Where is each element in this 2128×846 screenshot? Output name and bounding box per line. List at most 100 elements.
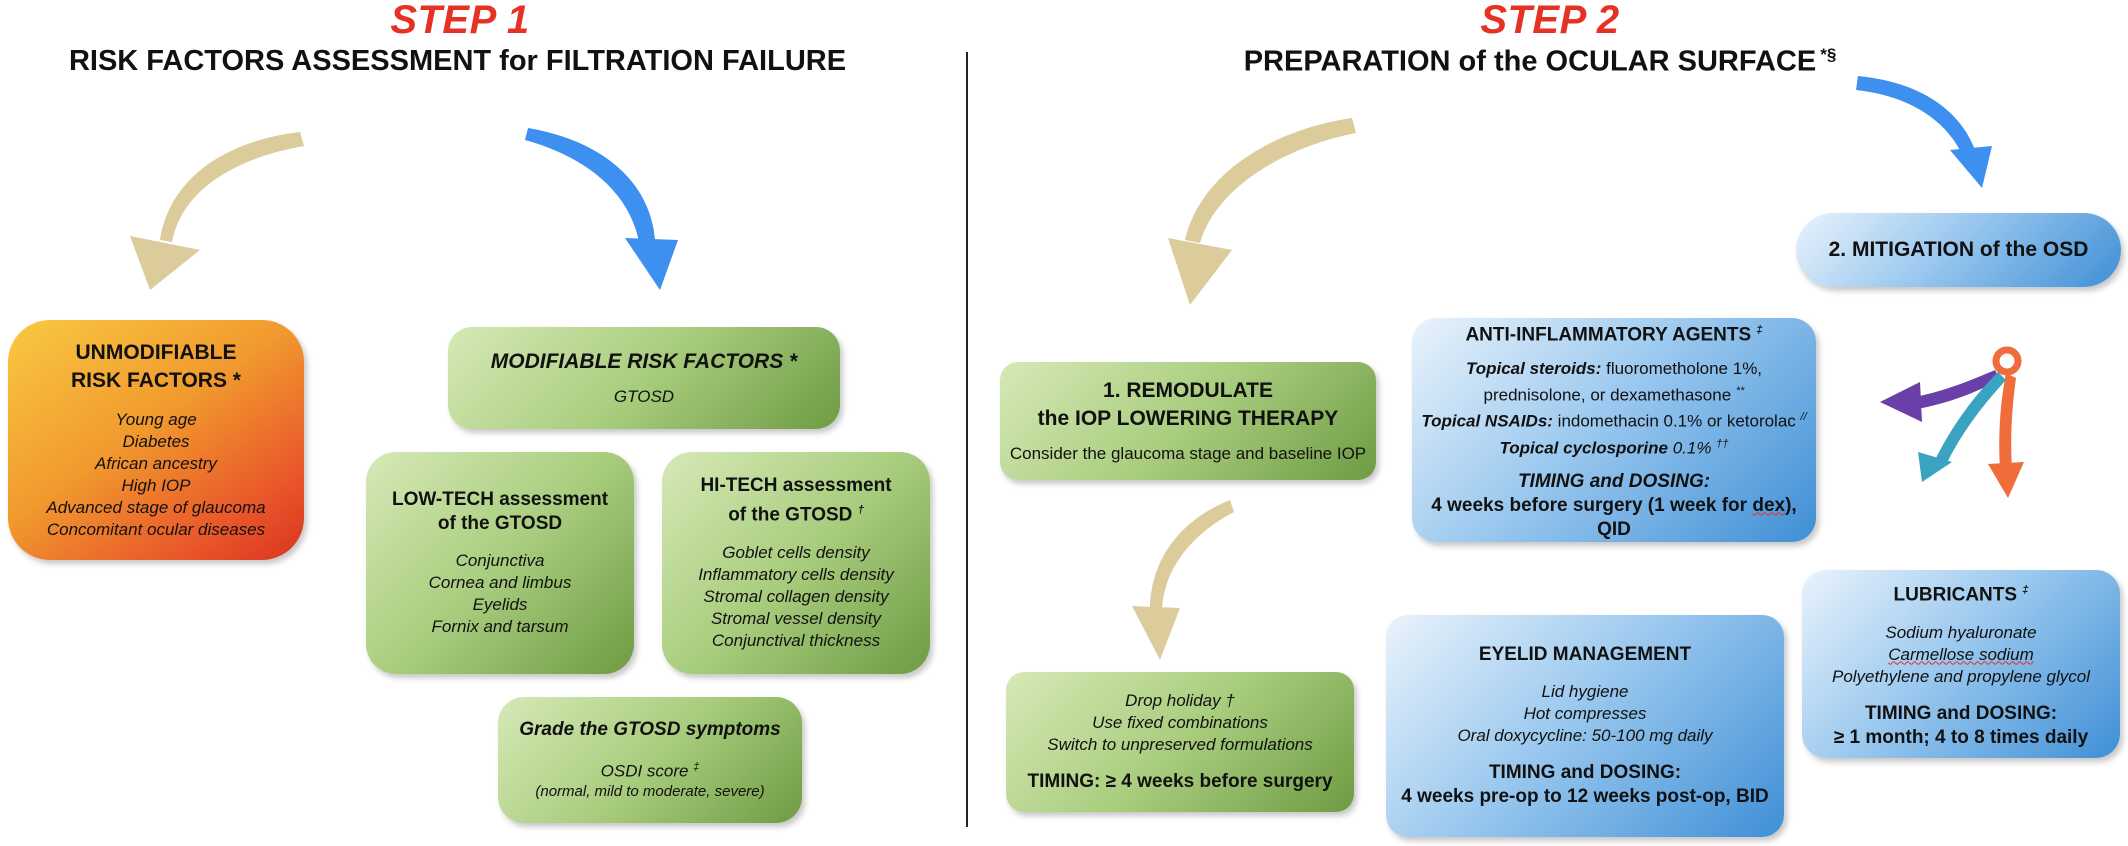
list-item: Stromal collagen density — [703, 586, 889, 606]
mitigation-title: 2. MITIGATION of the OSD — [1828, 238, 2089, 261]
anti-inflammatory-timing: 4 weeks before surgery (1 week for dex),… — [1412, 494, 1816, 542]
step1-label: STEP 1 — [390, 0, 530, 42]
nsaids-line: Topical NSAIDs: indomethacin 0.1% or ket… — [1421, 406, 1806, 433]
tan-arrow-remodulate — [1150, 500, 1234, 610]
blue-arrow-step2-head — [1950, 146, 1992, 188]
osdi-range: (normal, mild to moderate, severe) — [535, 783, 765, 801]
arrow-origin-circle — [1992, 346, 2022, 376]
remodulate-timing: TIMING: ≥ 4 weeks before surgery — [1027, 771, 1333, 792]
step2-title-mark: *§ — [1820, 45, 1837, 64]
nsaids-mark: // — [1800, 411, 1807, 424]
eyelid-timing: 4 weeks pre-op to 12 weeks post-op, BID — [1401, 786, 1769, 807]
lubricants-box: LUBRICANTS ‡ Sodium hyaluronate Carmello… — [1802, 570, 2120, 758]
cyclosporine-mark: †† — [1716, 437, 1729, 450]
tan-arrow-step1-head — [130, 236, 200, 290]
carmellose-text: Carmellose sodium — [1888, 644, 2034, 664]
unmodifiable-title-line1: UNMODIFIABLE — [75, 341, 237, 364]
purple-arrow-head — [1880, 382, 1922, 422]
unmodifiable-risk-factors-box: UNMODIFIABLE RISK FACTORS * Young age Di… — [8, 320, 304, 560]
blue-arrow-step1 — [525, 128, 655, 242]
cyclosporine-text: 0.1% — [1668, 438, 1712, 458]
remodulate-therapy-box: 1. REMODULATE the IOP LOWERING THERAPY C… — [1000, 362, 1376, 480]
list-item: Young age — [115, 410, 197, 429]
timing-pre: 4 weeks before surgery (1 week for — [1431, 494, 1753, 516]
grade-symptoms-box: Grade the GTOSD symptoms OSDI score ‡ (n… — [498, 697, 802, 823]
low-tech-assessment-box: LOW-TECH assessment of the GTOSD Conjunc… — [366, 452, 634, 674]
list-item: Polyethylene and propylene glycol — [1831, 666, 2090, 686]
step2-label: STEP 2 — [1480, 0, 1620, 42]
tan-arrow-remodulate-head — [1132, 606, 1180, 660]
list-item: Stromal vessel density — [710, 608, 882, 628]
teal-arrow — [1935, 372, 2006, 465]
list-item: Hot compresses — [1523, 704, 1647, 723]
modifiable-subtitle: GTOSD — [613, 387, 675, 406]
list-item: Switch to unpreserved formulations — [1047, 735, 1313, 754]
drop-holiday-text: Drop holiday — [1125, 691, 1221, 710]
steroids-text: fluorometholone 1%, — [1601, 358, 1763, 378]
list-item: Carmellose sodium — [1888, 644, 2034, 666]
list-item: Drop holiday † — [1125, 690, 1235, 712]
modifiable-risk-factors-box: MODIFIABLE RISK FACTORS * GTOSD — [448, 327, 840, 429]
steroids-mark: ** — [1735, 384, 1745, 397]
anti-inflammatory-title-mark: ‡ — [1756, 324, 1763, 337]
list-item: Goblet cells density — [722, 542, 870, 562]
anti-inflammatory-title: ANTI-INFLAMMATORY AGENTS ‡ — [1465, 318, 1762, 347]
list-item: Concomitant ocular diseases — [46, 520, 266, 539]
hi-tech-title-line1: HI-TECH assessment — [700, 475, 892, 497]
steroids-line2: prednisolone, or dexamethasone ** — [1484, 380, 1745, 407]
eyelid-title: EYELID MANAGEMENT — [1478, 644, 1692, 665]
list-item: High IOP — [121, 476, 191, 495]
lubricants-title: LUBRICANTS ‡ — [1894, 578, 2029, 607]
low-tech-title-line2: of the GTOSD — [437, 513, 563, 534]
remodulate-note: Consider the glaucoma stage and baseline… — [1009, 444, 1367, 463]
list-item: Advanced stage of glaucoma — [46, 498, 266, 517]
cyclosporine-label: Topical cyclosporine — [1499, 438, 1668, 458]
list-item: Inflammatory cells density — [698, 564, 894, 584]
list-item: Diabetes — [122, 432, 190, 451]
step-divider — [966, 52, 968, 827]
steroids-text2: prednisolone, or dexamethasone — [1483, 385, 1732, 405]
tan-arrow-step2 — [1185, 118, 1356, 243]
remodulate-actions-box: Drop holiday † Use fixed combinations Sw… — [1006, 672, 1354, 812]
list-item: Lid hygiene — [1541, 682, 1629, 701]
eyelid-timing-title: TIMING and DOSING: — [1488, 762, 1682, 783]
list-item: Conjunctival thickness — [711, 630, 881, 650]
list-item: Eyelids — [472, 595, 528, 614]
steroids-line: Topical steroids: fluorometholone 1%, — [1466, 358, 1762, 380]
blue-arrow-step1-head — [625, 238, 678, 290]
timing-post: ), QID — [1597, 494, 1797, 540]
list-item: Use fixed combinations — [1092, 713, 1268, 732]
purple-arrow — [1910, 370, 2000, 410]
step2-title-text: PREPARATION of the OCULAR SURFACE — [1243, 45, 1817, 78]
lubricants-timing: ≥ 1 month; 4 to 8 times daily — [1833, 726, 2089, 748]
orange-arrow — [1999, 373, 2016, 470]
unmodifiable-title-line2: RISK FACTORS * — [71, 369, 241, 392]
low-tech-title-line1: LOW-TECH assessment — [391, 489, 609, 510]
drop-holiday-mark: † — [1225, 691, 1235, 710]
blue-arrow-step2 — [1856, 76, 1975, 154]
lubricants-title-text: LUBRICANTS — [1893, 584, 2018, 606]
hi-tech-title-mark: † — [857, 504, 864, 517]
lubricants-title-mark: ‡ — [2022, 584, 2029, 597]
list-item: Fornix and tarsum — [431, 617, 569, 636]
lubricants-timing-title: TIMING and DOSING: — [1864, 702, 2058, 724]
list-item: Conjunctiva — [455, 551, 545, 570]
anti-inflammatory-box: ANTI-INFLAMMATORY AGENTS ‡ Topical stero… — [1412, 318, 1816, 542]
anti-inflammatory-timing-title: TIMING and DOSING: — [1517, 470, 1711, 492]
mitigation-box: 2. MITIGATION of the OSD — [1796, 213, 2121, 287]
timing-dex: dex — [1752, 494, 1786, 516]
step2-title: PREPARATION of the OCULAR SURFACE*§ — [1230, 45, 1850, 79]
hi-tech-title-line2: of the GTOSD † — [728, 498, 864, 527]
nsaids-text: indomethacin 0.1% or ketorolac — [1552, 411, 1796, 431]
list-item: Cornea and limbus — [428, 573, 572, 592]
step1-title: RISK FACTORS ASSESSMENT for FILTRATION F… — [68, 45, 847, 77]
tan-arrow-step2-head — [1168, 238, 1232, 305]
nsaids-label: Topical NSAIDs: — [1421, 411, 1553, 431]
cyclosporine-line: Topical cyclosporine 0.1% †† — [1500, 433, 1729, 460]
remodulate-title-line2: the IOP LOWERING THERAPY — [1037, 407, 1339, 430]
osdi-score-text: OSDI score — [600, 761, 689, 781]
modifiable-title: MODIFIABLE RISK FACTORS * — [490, 350, 798, 373]
list-item: Sodium hyaluronate — [1885, 622, 2037, 642]
hi-tech-assessment-box: HI-TECH assessment of the GTOSD † Goblet… — [662, 452, 930, 674]
teal-arrow-head — [1918, 452, 1952, 482]
